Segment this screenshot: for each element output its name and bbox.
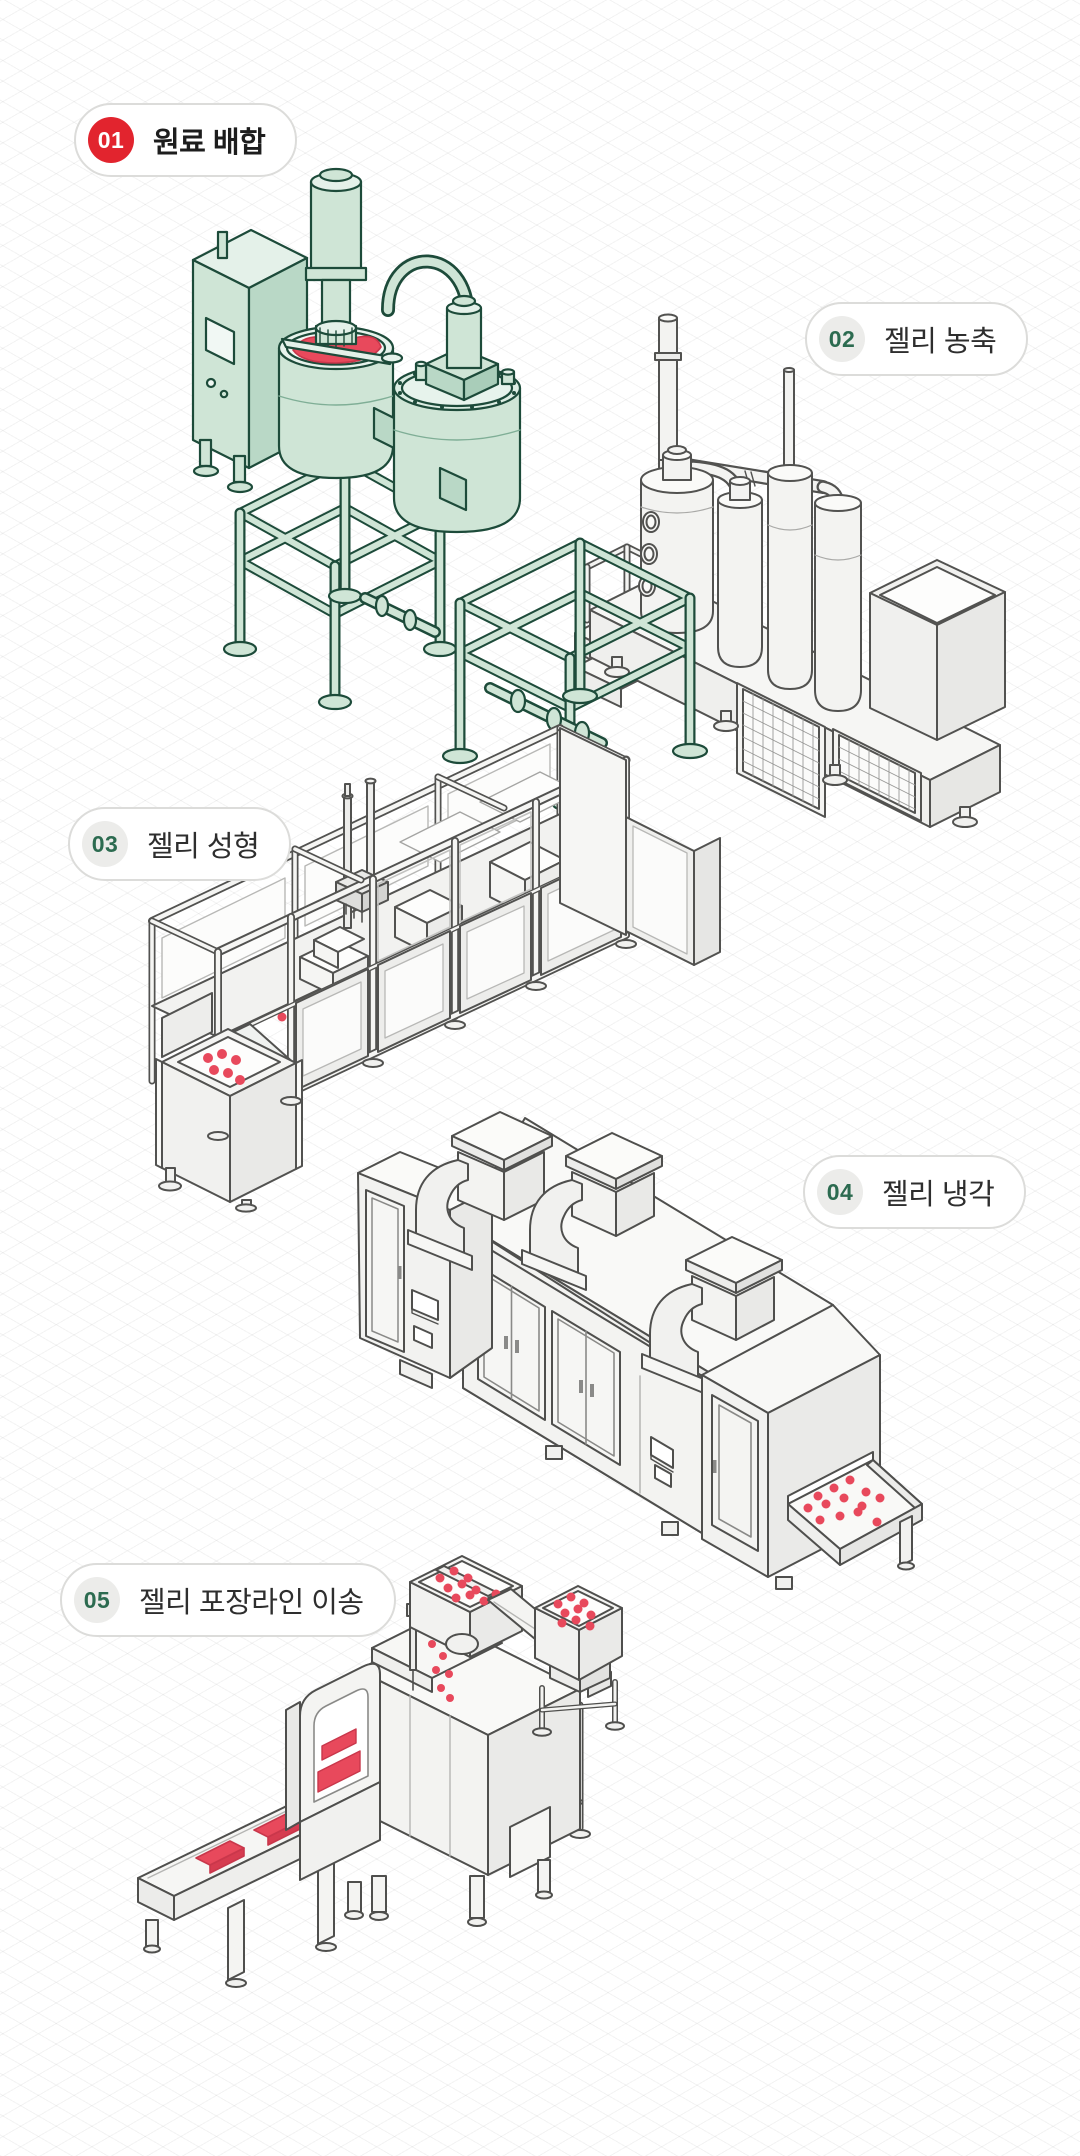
mixing-tank-b — [392, 294, 522, 534]
tunnel-mouth — [285, 1662, 381, 1920]
cooling-tunnel-illustration — [340, 1108, 940, 1598]
step-badge-1: 01 — [88, 117, 134, 163]
step-label: 젤리 냉각 — [882, 1179, 995, 1211]
step-pill-1: 01 원료 배합 — [74, 103, 298, 177]
step-label: 원료 배합 — [153, 127, 266, 159]
step-badge-3: 03 — [82, 821, 128, 867]
packaging-line-illustration — [110, 1540, 805, 2000]
step-number: 01 — [97, 126, 125, 153]
agitator-motor — [304, 167, 368, 348]
step-label: 젤리 농축 — [884, 326, 997, 358]
frame-feet — [207, 939, 637, 1141]
falling-jellies — [428, 1640, 454, 1702]
body-feet — [545, 1445, 793, 1590]
tunnel-doors — [477, 1265, 674, 1494]
mixing-tank-a — [277, 325, 404, 480]
step-badge-2: 02 — [819, 316, 865, 362]
step-label: 젤리 포장라인 이송 — [139, 1587, 364, 1619]
step-pill-3: 03 젤리 성형 — [68, 807, 292, 881]
step-number: 05 — [83, 1586, 111, 1613]
step-badge-5: 05 — [74, 1577, 120, 1623]
mesh-guard-panels — [736, 682, 922, 822]
step-number: 02 — [828, 325, 856, 352]
mixing-tanks-illustration — [130, 167, 800, 818]
step-label: 젤리 성형 — [147, 831, 260, 863]
roof-duct-2 — [521, 1132, 663, 1291]
output-tray — [787, 1451, 923, 1571]
step-number: 04 — [826, 1178, 854, 1205]
evaporator-columns — [638, 445, 862, 712]
output-bin — [155, 992, 303, 1213]
step-pill-2: 02 젤리 농축 — [805, 302, 1029, 376]
step-pill-4: 04 젤리 냉각 — [803, 1155, 1027, 1229]
receiving-bin — [532, 1585, 625, 1737]
step-pill-5: 05 젤리 포장라인 이송 — [60, 1563, 396, 1637]
step-badge-4: 04 — [817, 1169, 863, 1215]
step-number: 03 — [91, 830, 119, 857]
end-module — [559, 727, 721, 966]
tank-b-stand — [441, 537, 709, 813]
platform-feet — [604, 656, 978, 828]
concentration-columns-illustration — [574, 313, 1006, 850]
roof-duct-3 — [641, 1236, 783, 1395]
molding-line-illustration — [100, 722, 780, 1213]
piping-manifold — [359, 592, 608, 749]
rear-enclosure — [869, 559, 1006, 741]
